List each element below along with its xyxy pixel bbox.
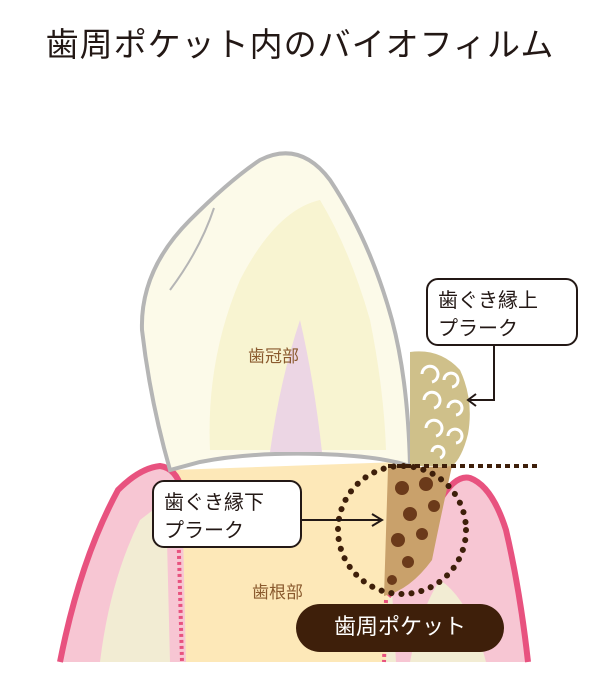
crown-shading (209, 200, 386, 450)
callout-subgingival-line1: 歯ぐき縁下 (164, 490, 264, 514)
subgingival-bacteria (387, 477, 440, 585)
pocket-label: 歯周ポケット (296, 604, 504, 652)
callout-subgingival-line2: プラーク (164, 518, 244, 542)
arrow-supragingival (466, 336, 495, 407)
pocket-circle (335, 463, 469, 597)
crown-label: 歯冠部 (248, 347, 299, 367)
callout-supragingival-line2: プラーク (438, 316, 518, 340)
crown-edge-line (169, 207, 215, 291)
supragingival-bacteria (420, 364, 464, 460)
page-title: 歯周ポケット内のバイオフィルム (45, 25, 555, 64)
callout-subgingival-plaque: 歯ぐき縁下 プラーク (152, 480, 302, 548)
arrow-subgingival (300, 513, 384, 527)
pulp (270, 320, 322, 452)
root-label: 歯根部 (252, 583, 303, 603)
supragingival-plaque (410, 351, 470, 466)
callout-supragingival-plaque: 歯ぐき縁上 プラーク (426, 278, 578, 346)
callout-supragingival-line1: 歯ぐき縁上 (438, 288, 538, 312)
